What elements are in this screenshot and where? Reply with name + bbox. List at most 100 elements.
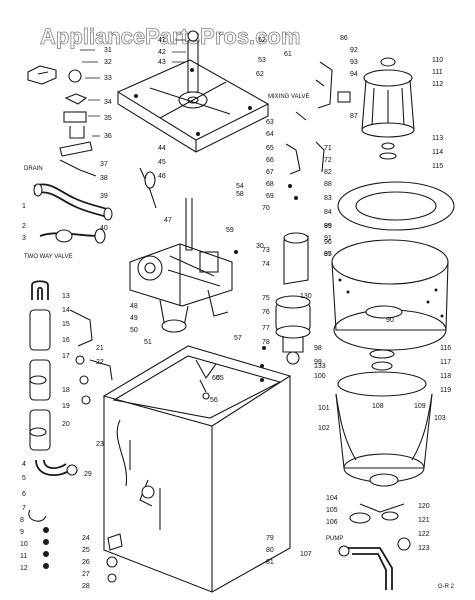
callout: 91 xyxy=(324,235,332,242)
callout: 17 xyxy=(62,353,70,360)
callout: 57 xyxy=(234,335,242,342)
callout: 87 xyxy=(350,113,358,120)
callout: 3 xyxy=(22,235,26,242)
callout: 109 xyxy=(414,403,426,410)
callout: 90 xyxy=(386,317,394,324)
callout: 41 xyxy=(158,37,166,44)
callout: 16 xyxy=(62,337,70,344)
callout: 19 xyxy=(62,403,70,410)
mixing-valve xyxy=(285,61,351,200)
callout: 111 xyxy=(432,69,443,76)
callout: 77 xyxy=(262,325,270,332)
callout: 83 xyxy=(324,195,332,202)
callout: 66 xyxy=(266,157,274,164)
callout: 52 xyxy=(258,37,266,44)
callout: 39 xyxy=(100,193,108,200)
callout: 69 xyxy=(266,193,274,200)
base-plate xyxy=(116,30,270,153)
callout-labels: 31 32 33 34 35 36 37 38 39 40 13 14 15 1… xyxy=(20,35,451,590)
callout: 26 xyxy=(82,559,90,566)
callout: 54 xyxy=(236,183,244,190)
callout: 79 xyxy=(266,535,274,542)
tub xyxy=(331,181,455,351)
watermark-text: AppliancePartsPros.com xyxy=(40,24,300,49)
callout: 49 xyxy=(130,315,138,322)
callout: 104 xyxy=(326,495,338,502)
callout: 42 xyxy=(158,49,166,56)
callout: 6 xyxy=(22,491,26,498)
callout: 4 xyxy=(22,461,26,468)
callout: 108 xyxy=(372,403,384,410)
callout: 130 xyxy=(300,293,312,300)
callout: 122 xyxy=(418,531,430,538)
callout: 67 xyxy=(266,169,274,176)
callout: 71 xyxy=(324,145,332,152)
callout: 76 xyxy=(262,309,270,316)
callout: 84 xyxy=(324,209,332,216)
callout: 106 xyxy=(326,519,338,526)
callout: 58 xyxy=(236,191,244,198)
callout: 64 xyxy=(266,131,274,138)
callout: 74 xyxy=(262,261,270,268)
callout: 28 xyxy=(82,583,90,590)
callout: 100 xyxy=(314,373,326,380)
callout: 61 xyxy=(284,51,292,58)
callout: 102 xyxy=(318,425,330,432)
callout: 21 xyxy=(96,345,104,352)
callout: 86 xyxy=(340,35,348,42)
callout: 1 xyxy=(22,203,26,210)
callout: 110 xyxy=(432,57,443,64)
callout: 15 xyxy=(62,321,70,328)
callout: 53 xyxy=(258,57,266,64)
callout: 115 xyxy=(432,163,443,170)
callout: 133 xyxy=(314,363,326,370)
callout: 117 xyxy=(440,359,451,366)
callout: 35 xyxy=(104,115,112,122)
pump-note: PUMP xyxy=(326,536,343,542)
callout: 20 xyxy=(62,421,70,428)
callout: 114 xyxy=(432,149,443,156)
callout: 105 xyxy=(326,507,338,514)
callout: 12 xyxy=(20,565,28,572)
callout: 11 xyxy=(20,553,27,560)
two-way-valve-note: TWO WAY VALVE xyxy=(24,254,73,260)
callout: 24 xyxy=(82,535,90,542)
bottom-left-parts xyxy=(28,509,123,583)
callout: 113 xyxy=(432,135,443,142)
callout: 120 xyxy=(418,503,430,510)
callout: 29 xyxy=(84,471,92,478)
callout: 5 xyxy=(22,475,26,482)
callout: 73 xyxy=(262,247,270,254)
callout: 96 xyxy=(324,239,332,246)
callout: 46 xyxy=(158,173,166,180)
callout: 80 xyxy=(266,547,274,554)
callout: 112 xyxy=(432,81,443,88)
callout: 8 xyxy=(20,517,24,524)
callout: 47 xyxy=(164,217,172,224)
callout: 88 xyxy=(324,181,332,188)
callout: 92 xyxy=(350,47,358,54)
callout: 22 xyxy=(96,359,104,366)
callout: 121 xyxy=(418,517,430,524)
callout: 107 xyxy=(300,551,312,558)
callout: 13 xyxy=(62,293,70,300)
callout: 2 xyxy=(22,223,26,230)
callout: 103 xyxy=(434,415,446,422)
callout: 68 xyxy=(266,181,274,188)
cabinet xyxy=(102,345,292,593)
callout: 50 xyxy=(130,327,138,334)
callout: 85 xyxy=(324,251,332,258)
callout: 32 xyxy=(104,59,112,66)
callout: 38 xyxy=(100,175,108,182)
callout: 55 xyxy=(216,375,224,382)
callout: 56 xyxy=(210,397,218,404)
callout: 62 xyxy=(256,71,264,78)
callout: 116 xyxy=(440,345,451,352)
callout: 7 xyxy=(22,505,26,512)
callout: 99 xyxy=(314,359,322,366)
callout: 30 xyxy=(256,243,264,250)
callout: 34 xyxy=(104,99,112,106)
two-way-valve xyxy=(39,228,106,244)
top-left-parts xyxy=(27,49,100,157)
